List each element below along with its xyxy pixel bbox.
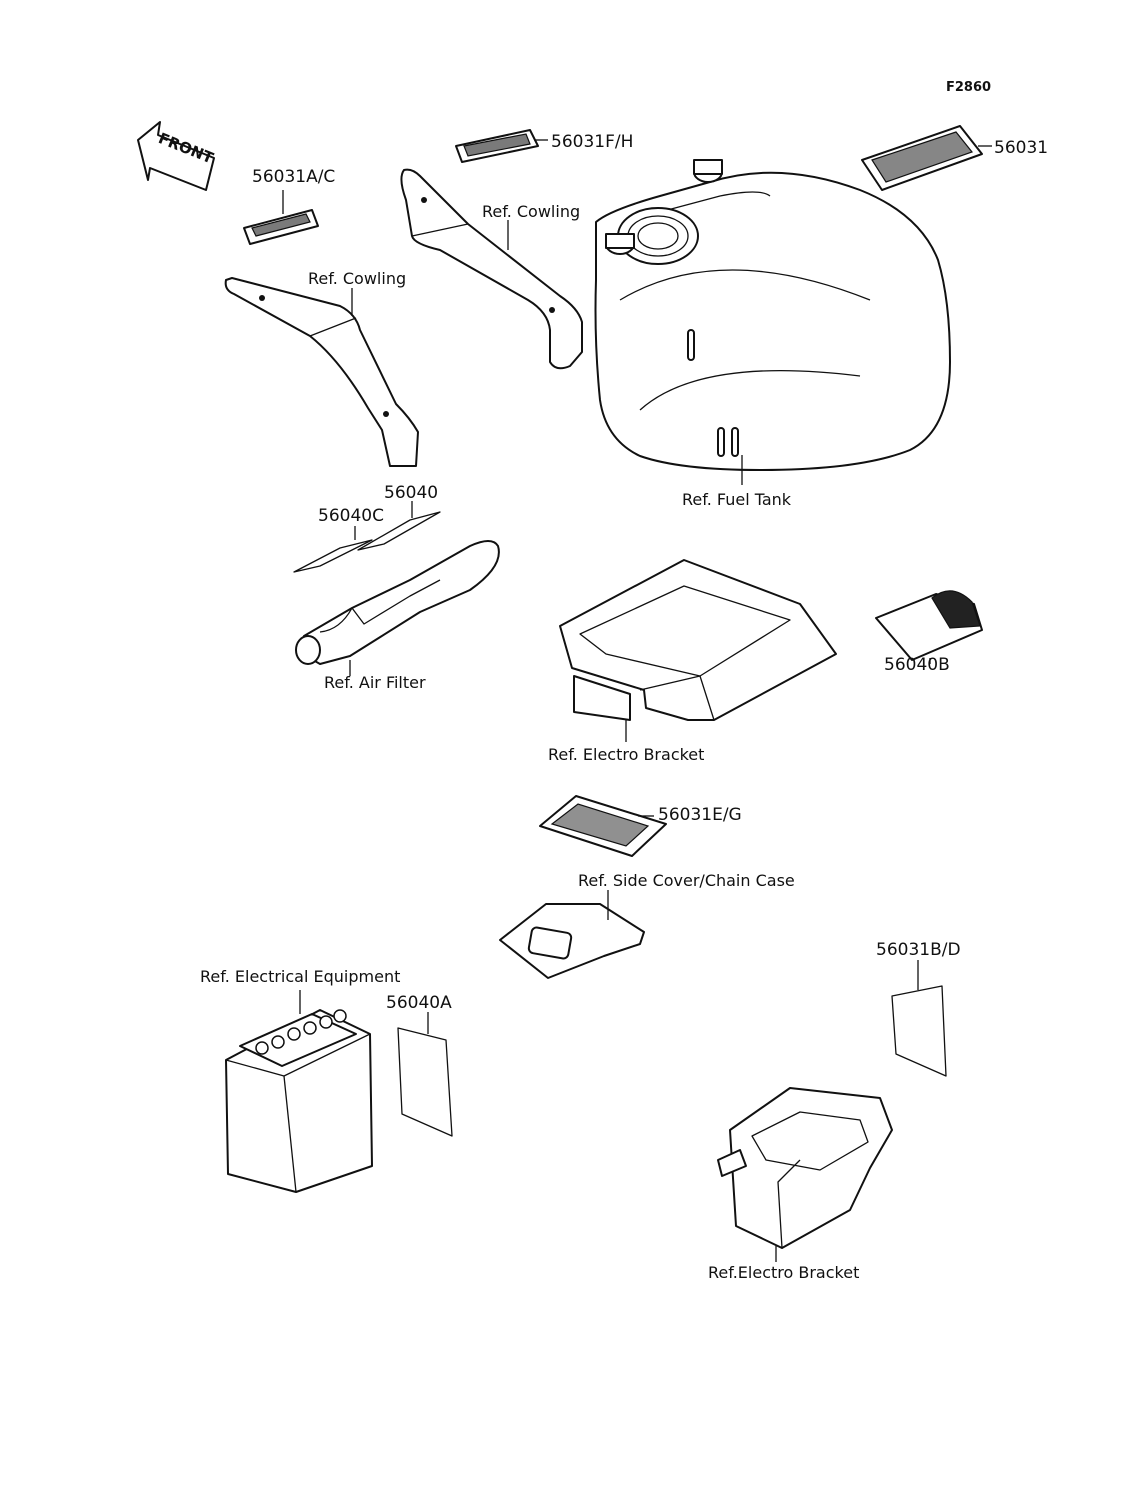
part-56031: 56031 (994, 138, 1048, 158)
sticker-56031ac (243, 190, 319, 245)
figure-code: F2860 (946, 80, 991, 95)
cowling-upper (400, 168, 583, 370)
ref-air-filter: Ref. Air Filter (324, 673, 426, 692)
sticker-56040 (357, 501, 441, 551)
ref-side-cover: Ref. Side Cover/Chain Case (578, 871, 795, 890)
sticker-56040c (293, 526, 373, 573)
part-56040a: 56040A (386, 993, 452, 1013)
ref-electrical-equipment: Ref. Electrical Equipment (200, 967, 400, 986)
ref-cowling-upper: Ref. Cowling (482, 202, 580, 221)
part-56031fh: 56031F/H (551, 132, 633, 152)
battery (225, 990, 373, 1193)
sticker-56031bd (891, 960, 947, 1077)
electro-bracket-low (717, 1087, 893, 1262)
sticker-56040a (397, 1012, 453, 1137)
electro-bracket-mid (559, 559, 837, 742)
ref-cowling-lower: Ref. Cowling (308, 269, 406, 288)
side-cover (499, 890, 645, 979)
sticker-56031eg (539, 795, 667, 857)
air-filter (295, 540, 500, 676)
ref-electro-bracket-mid: Ref. Electro Bracket (548, 745, 704, 764)
cowling-lower (224, 277, 419, 467)
ref-fuel-tank: Ref. Fuel Tank (682, 490, 792, 509)
part-56040b: 56040B (884, 655, 950, 675)
sticker-56031 (861, 125, 992, 191)
front-arrow-icon: FRONT (137, 121, 217, 191)
part-56031ac: 56031A/C (252, 167, 335, 187)
fuel-tank (594, 159, 951, 485)
sticker-56031fh (455, 129, 548, 163)
ref-electro-bracket-low: Ref.Electro Bracket (708, 1263, 859, 1282)
part-56031eg: 56031E/G (658, 805, 742, 825)
part-56040c: 56040C (318, 506, 384, 526)
part-56031bd: 56031B/D (876, 940, 961, 960)
sticker-56040b (875, 590, 983, 664)
part-56040: 56040 (384, 483, 438, 503)
